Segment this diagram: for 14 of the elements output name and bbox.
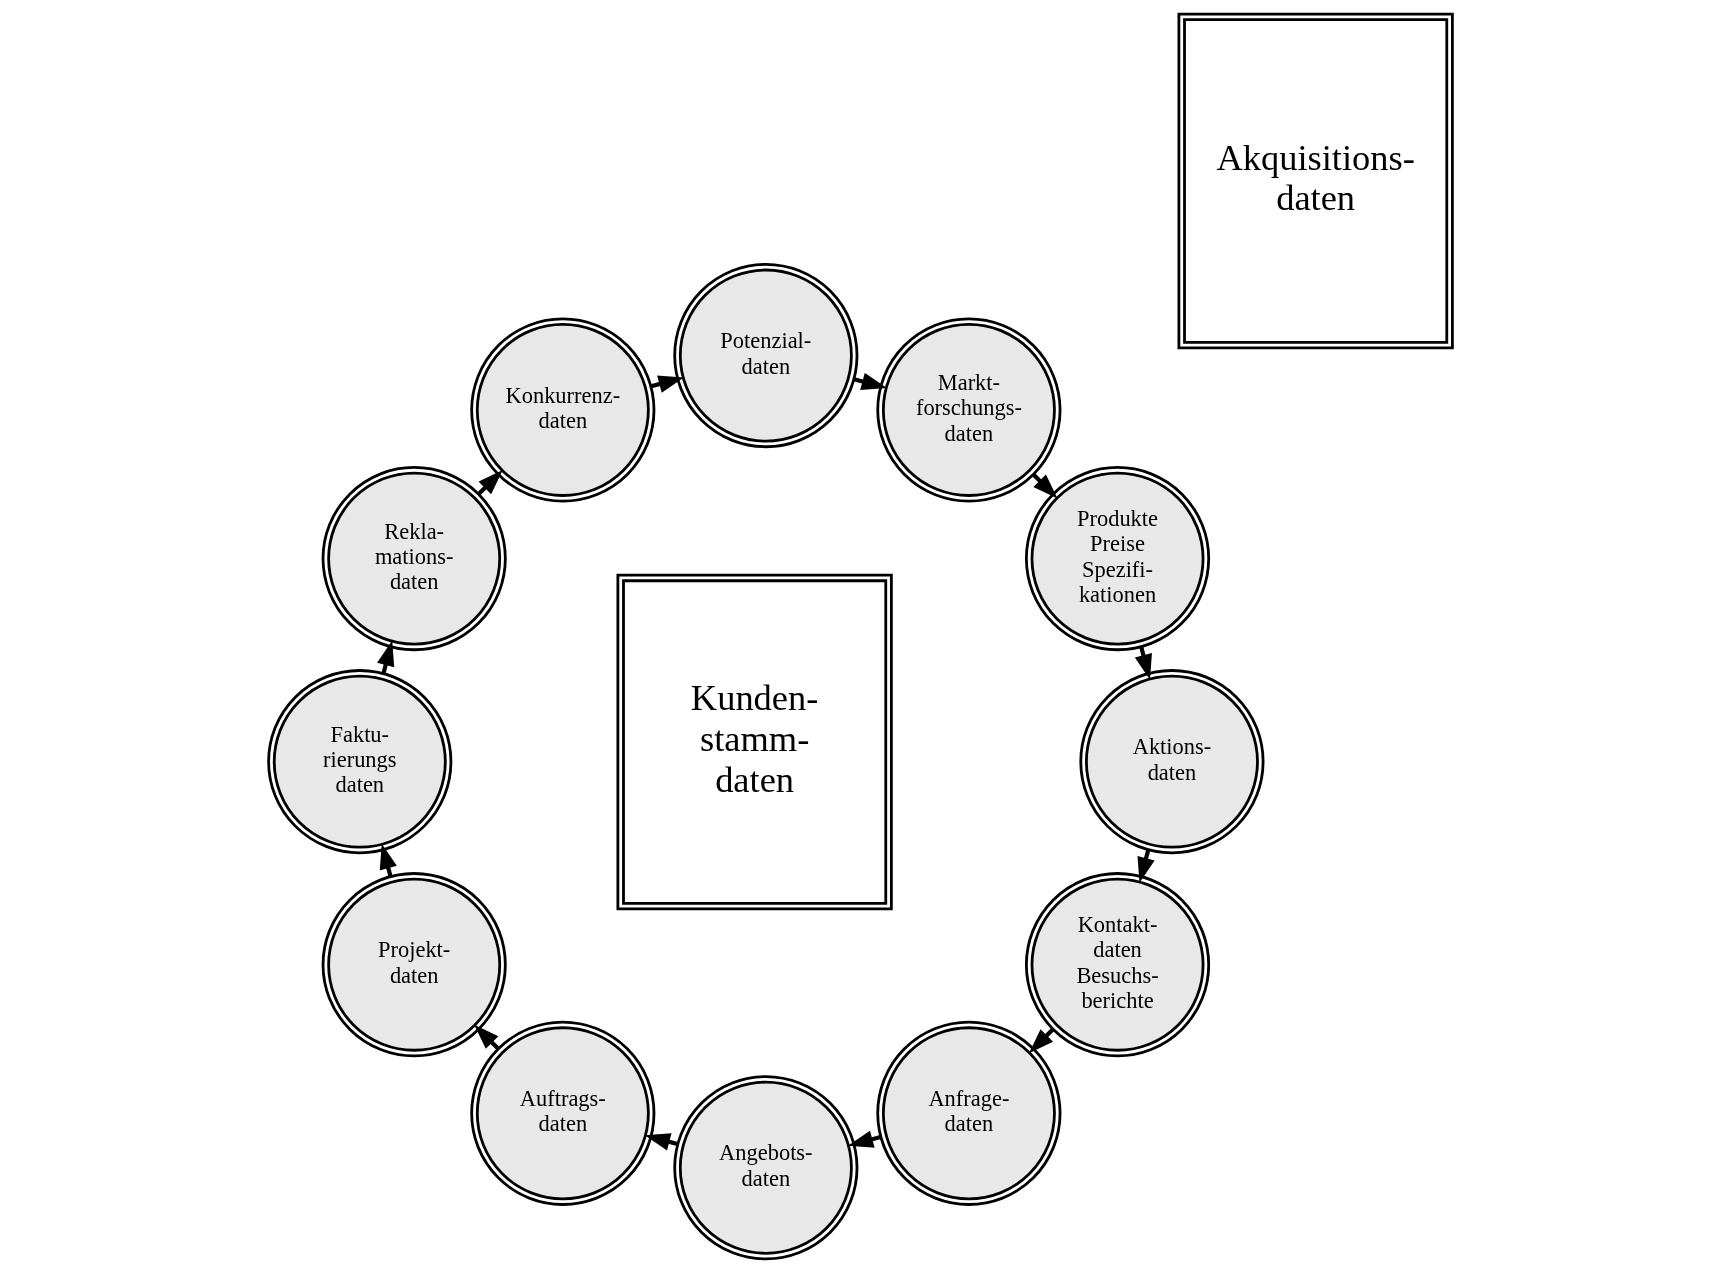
node-circle: Konkurrenz- daten <box>469 317 655 503</box>
node-circle: Markt- forschungs- daten <box>875 317 1061 503</box>
node-circle: Anfrage- daten <box>875 1020 1061 1206</box>
node-circle: Rekla- mations- daten <box>321 466 507 652</box>
node-circle: Kontakt- daten Besuchs- berichte <box>1024 872 1210 1058</box>
node-circle: Faktu- rierungs daten <box>266 669 452 855</box>
node-circle: Aktions- daten <box>1078 669 1264 855</box>
node-circle: Potenzial- daten <box>672 263 858 449</box>
node-box: Kunden- stamm- daten <box>615 573 893 911</box>
node-circle: Produkte Preise Spezifi- kationen <box>1024 466 1210 652</box>
node-circle: Projekt- daten <box>321 872 507 1058</box>
node-circle: Angebots- daten <box>672 1075 858 1261</box>
node-circle: Auftrags- daten <box>469 1020 655 1206</box>
node-box: Akquisitions- daten <box>1177 12 1454 350</box>
